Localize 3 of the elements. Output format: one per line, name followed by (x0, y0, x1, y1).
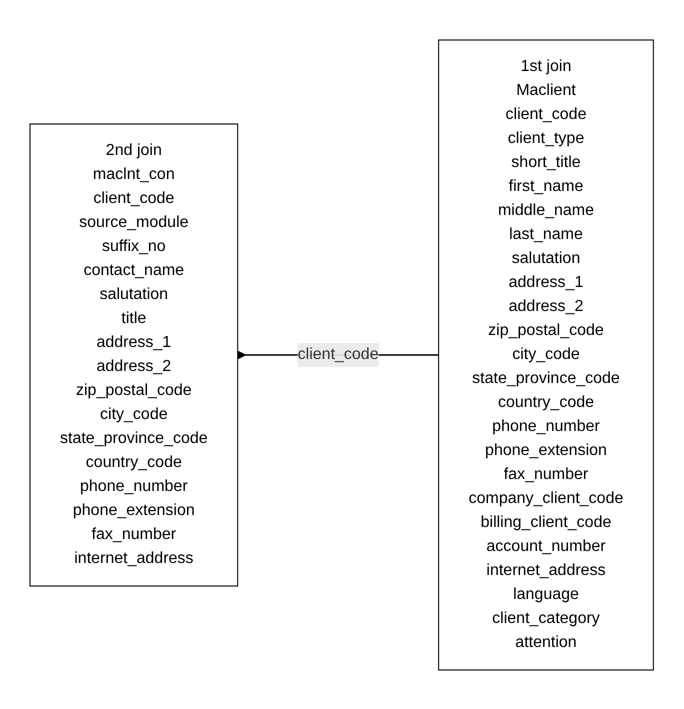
node-box: 1st join Maclient client_code client_type short_title first_name middle_name last_name salutation address_1 address_2 zip_postal_code city_code state_province_code country_code phone_number phone_extension fax_number company_client_code billing_client_code account_number internet_address language client_category attention (438, 39, 654, 670)
node-box: 2nd join maclnt_con client_code source_module suffix_no contact_name salutation title address_1 address_2 zip_postal_code city_code state_province_code country_code phone_number phone_extension fax_number internet_address (30, 123, 238, 586)
edge-label: client_code (298, 346, 379, 362)
